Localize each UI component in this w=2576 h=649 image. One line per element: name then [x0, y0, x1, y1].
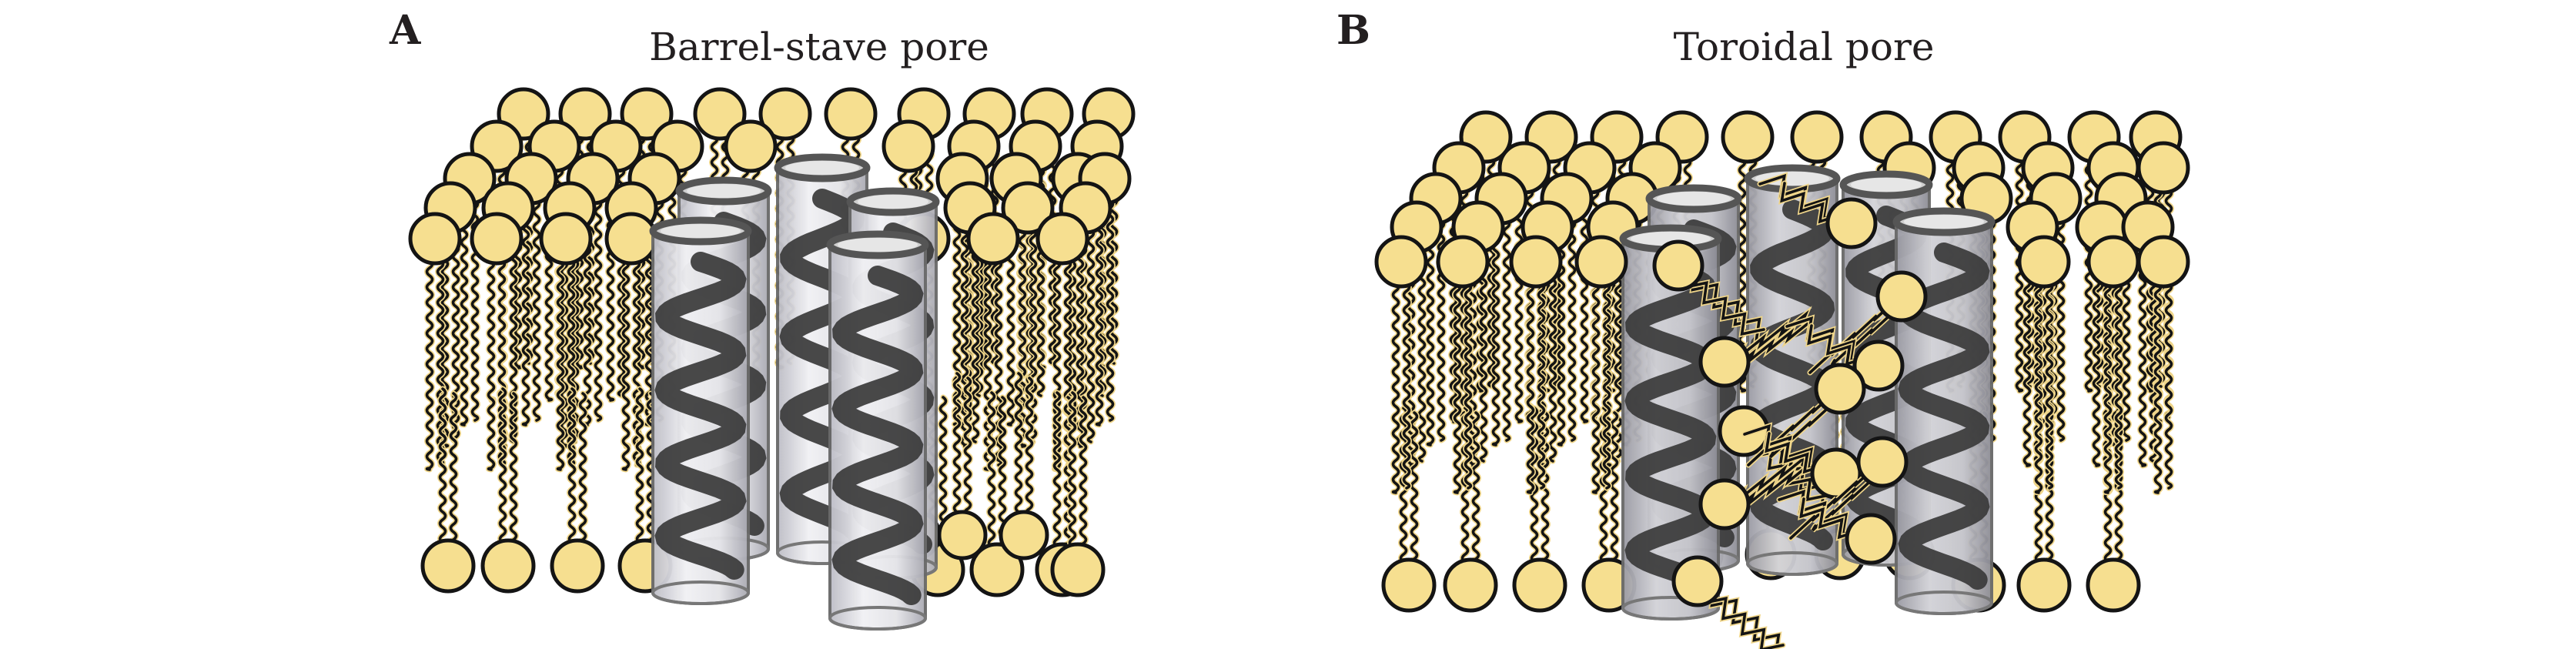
- toroidal-pore-illustration: [1374, 110, 2190, 649]
- lipid-molecule-icon: [1652, 239, 1767, 345]
- alpha-helix-peptide-icon: [1892, 207, 1996, 615]
- lower-leaflet: [420, 370, 1106, 597]
- panel-b: B Toroidal pore: [1337, 7, 2190, 649]
- lipid-molecule-icon: [1474, 172, 1528, 448]
- lipid-molecule-icon: [2136, 235, 2190, 496]
- lipid-molecule-icon: [1776, 487, 1897, 565]
- lipid-molecule-icon: [943, 181, 997, 450]
- lipid-molecule-icon: [1436, 235, 1490, 496]
- panel-b-title: Toroidal pore: [1674, 25, 1935, 69]
- lipid-molecule-icon: [1078, 152, 1132, 428]
- lipid-molecule-icon: [1390, 200, 1444, 469]
- lipid-molecule-icon: [1788, 436, 1909, 541]
- lipid-molecule-icon: [1807, 270, 1928, 376]
- lipid-molecule-icon: [1671, 555, 1786, 649]
- lipid-molecule-icon: [1374, 235, 1428, 496]
- lipid-molecule-icon: [1050, 390, 1106, 597]
- alpha-helix-peptide-icon: [1619, 224, 1722, 621]
- panel-a-letter: A: [389, 7, 421, 54]
- alpha-helix-peptide-icon: [649, 216, 752, 605]
- panel-b-letter: B: [1337, 7, 1370, 54]
- lipid-molecule-icon: [550, 386, 605, 594]
- lipid-molecule-icon: [1035, 390, 1090, 597]
- lipid-molecule-icon: [1757, 172, 1878, 249]
- alpha-helix-peptide-icon: [826, 230, 929, 631]
- barrel-stave-pore-illustration: [408, 87, 1136, 631]
- peptide-bundle: [1619, 164, 1996, 621]
- lipid-molecule-icon: [1698, 448, 1813, 530]
- lipid-molecule-icon: [480, 386, 536, 594]
- panel-a-title: Barrel-stave pore: [649, 25, 989, 69]
- lipid-molecule-icon: [937, 370, 988, 560]
- lipid-molecule-icon: [1509, 235, 1563, 496]
- lipid-molecule-icon: [2017, 235, 2071, 496]
- pore-lining-lipids: [1652, 172, 1928, 649]
- peptide-bundle: [649, 153, 940, 631]
- lipid-molecule-icon: [999, 370, 1049, 560]
- upper-leaflet-front: [1374, 235, 2190, 496]
- lipid-molecule-icon: [1574, 235, 1628, 496]
- panel-a: A Barrel-stave pore: [389, 7, 1136, 631]
- lipid-molecule-icon: [420, 386, 476, 594]
- lipid-molecule-icon: [1745, 363, 1866, 468]
- lipid-molecule-icon: [1741, 422, 1862, 500]
- lipid-molecule-icon: [1784, 314, 1905, 392]
